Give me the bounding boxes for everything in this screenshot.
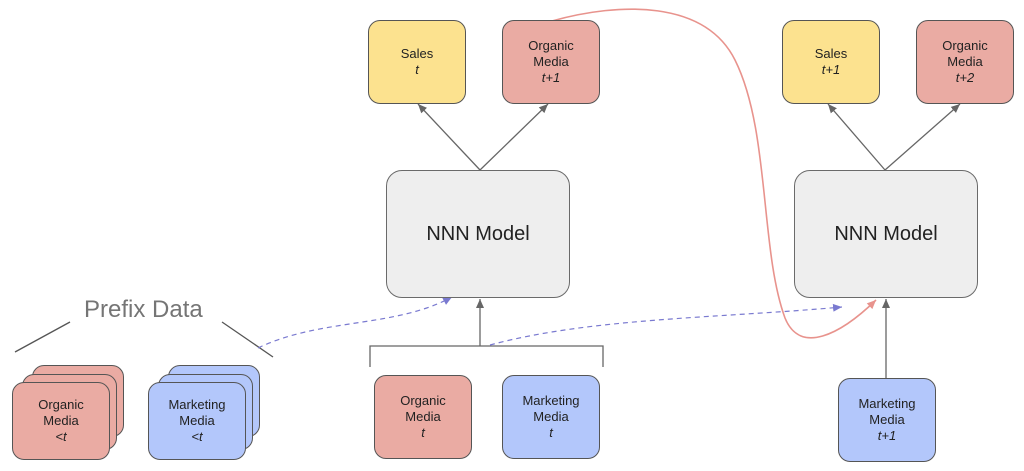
label-line2: Media xyxy=(533,409,569,424)
label-line1: Marketing xyxy=(858,396,916,411)
label-line1: Sales xyxy=(400,46,434,61)
label-line2: Media xyxy=(43,413,79,428)
prefix-bracket-left xyxy=(14,321,71,353)
label-line2: Media xyxy=(947,54,983,69)
label-sub: t xyxy=(421,425,425,440)
step1-nnn-model-box: NNN Model xyxy=(386,170,570,298)
step2-arrow-to-organic xyxy=(884,103,961,171)
step1-marketing-input-box: Marketing Media t xyxy=(502,375,600,459)
step2-organic-output-box: Organic Media t+2 xyxy=(916,20,1014,104)
step1-sales-box: Sales t xyxy=(368,20,466,104)
label-line1: Marketing xyxy=(168,397,226,412)
label-sub: t+2 xyxy=(955,70,975,85)
step1-input-bracket xyxy=(369,345,604,367)
label-line1: Organic xyxy=(38,397,84,412)
organic-feedback-curve xyxy=(551,8,877,339)
prefix-to-model1-dashed-arrow xyxy=(257,296,453,349)
label-line1: Organic xyxy=(528,38,574,53)
label-line1: Organic xyxy=(942,38,988,53)
label-line1: Sales xyxy=(814,46,848,61)
prefix-organic-media-box: Organic Media <t xyxy=(12,382,110,460)
prefix-data-label: Prefix Data xyxy=(84,296,203,323)
label-line2: Media xyxy=(533,54,569,69)
label-sub: t+1 xyxy=(821,62,841,77)
step1-arrow-to-organic xyxy=(479,103,549,171)
step1-arrow-to-sales xyxy=(417,103,481,171)
step2-marketing-input-box: Marketing Media t+1 xyxy=(838,378,936,462)
label-sub: <t xyxy=(191,429,203,444)
label-sub: t+1 xyxy=(541,70,561,85)
step2-arrow-to-sales xyxy=(827,103,886,171)
prefix-marketing-media-box: Marketing Media <t xyxy=(148,382,246,460)
label-sub: t xyxy=(415,62,419,77)
label-line2: Media xyxy=(869,412,905,427)
step1-organic-input-box: Organic Media t xyxy=(374,375,472,459)
label-sub: <t xyxy=(55,429,67,444)
label-line2: Media xyxy=(179,413,215,428)
label-line2: Media xyxy=(405,409,441,424)
step2-sales-box: Sales t+1 xyxy=(782,20,880,104)
step2-nnn-model-box: NNN Model xyxy=(794,170,978,298)
label-line1: Organic xyxy=(400,393,446,408)
label-line1: Marketing xyxy=(522,393,580,408)
label-sub: t xyxy=(549,425,553,440)
step1-organic-output-box: Organic Media t+1 xyxy=(502,20,600,104)
label-sub: t+1 xyxy=(877,428,897,443)
prefix-bracket-right xyxy=(221,321,274,358)
